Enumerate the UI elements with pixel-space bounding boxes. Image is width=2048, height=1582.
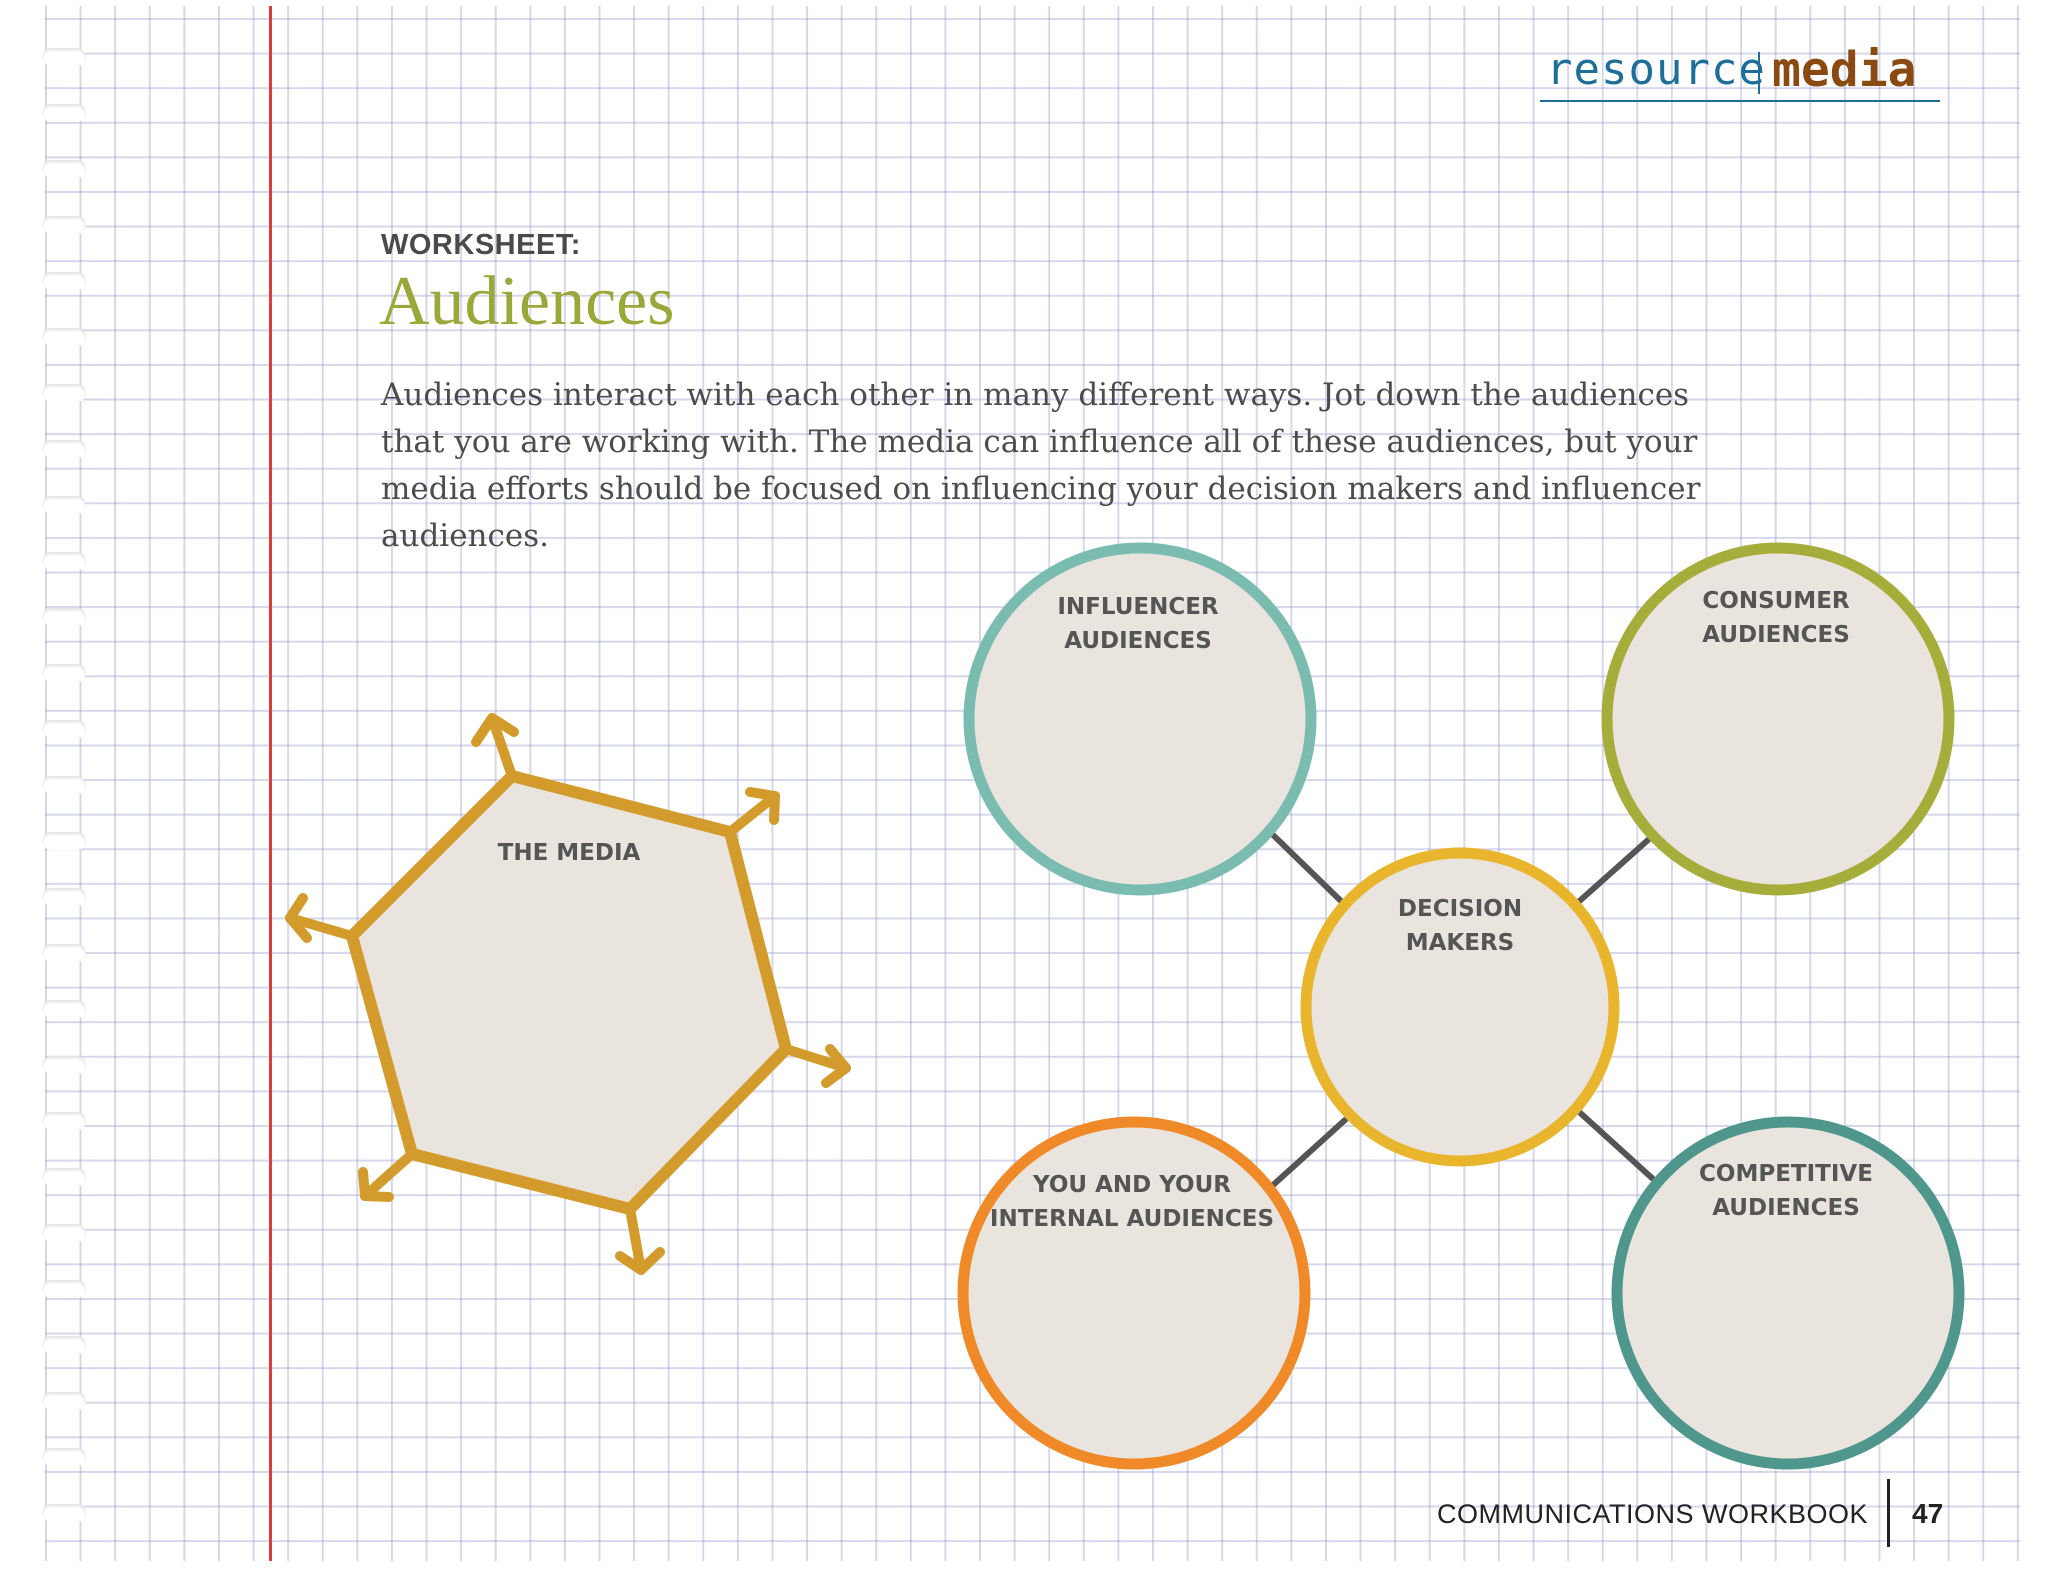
binder-hole bbox=[42, 1000, 86, 1018]
logo-divider bbox=[1758, 52, 1760, 94]
margin-line bbox=[269, 6, 272, 1561]
binder-hole bbox=[42, 1112, 86, 1130]
binder-hole bbox=[42, 776, 86, 794]
competitive-label: COMPETITIVE AUDIENCES bbox=[1699, 1161, 1873, 1221]
binder-hole bbox=[42, 496, 86, 514]
binder-hole bbox=[42, 1336, 86, 1354]
binder-hole bbox=[42, 328, 86, 346]
influencer-circle bbox=[963, 542, 1317, 896]
connector-competitive-decision bbox=[1574, 1107, 1655, 1181]
binder-hole bbox=[42, 384, 86, 402]
arrow-icon bbox=[285, 893, 357, 943]
media-hexagon-group bbox=[285, 713, 851, 1275]
binder-hole bbox=[42, 160, 86, 178]
logo-media-text: media bbox=[1772, 42, 1917, 98]
binder-hole bbox=[42, 272, 86, 290]
media-label: THE MEDIA bbox=[497, 840, 641, 866]
binder-hole bbox=[42, 944, 86, 962]
internal-label: YOU AND YOUR INTERNAL AUDIENCES bbox=[989, 1172, 1275, 1232]
binder-hole bbox=[42, 1224, 86, 1242]
influencer-label: INFLUENCER AUDIENCES bbox=[1057, 594, 1219, 654]
connector-consumer-decision bbox=[1572, 837, 1651, 908]
consumer-label: CONSUMER AUDIENCES bbox=[1702, 588, 1850, 648]
arrow-icon bbox=[781, 1044, 851, 1088]
binder-hole bbox=[42, 1448, 86, 1466]
binder-hole bbox=[42, 888, 86, 906]
binder-hole bbox=[42, 1168, 86, 1186]
arrow-icon bbox=[358, 1149, 417, 1202]
binder-hole bbox=[42, 1056, 86, 1074]
binder-hole bbox=[42, 832, 86, 850]
logo-resource-text: resource bbox=[1546, 44, 1766, 95]
worksheet-label: WORKSHEET: bbox=[381, 229, 581, 261]
competitive-circle bbox=[1611, 1116, 1965, 1470]
page-number: 47 bbox=[1912, 1498, 1944, 1529]
binder-hole bbox=[42, 1280, 86, 1298]
consumer-circle bbox=[1601, 542, 1955, 896]
binder-hole bbox=[42, 608, 86, 626]
media-hexagon bbox=[346, 770, 792, 1215]
arrow-icon bbox=[615, 1204, 665, 1275]
binder-hole bbox=[42, 1504, 86, 1522]
footer-workbook-title: COMMUNICATIONS WORKBOOK bbox=[1437, 1499, 1869, 1529]
decision-makers-label: DECISION MAKERS bbox=[1397, 896, 1523, 956]
binder-hole bbox=[42, 440, 86, 458]
binder-hole bbox=[42, 1392, 86, 1410]
connector-internal-decision bbox=[1269, 1117, 1348, 1189]
internal-circle bbox=[957, 1116, 1311, 1470]
worksheet-title: Audiences bbox=[379, 263, 675, 340]
connector-influencer-decision bbox=[1267, 829, 1345, 905]
worksheet-intro: Audiences interact with each other in ma… bbox=[381, 377, 1701, 554]
footer-divider bbox=[1887, 1479, 1890, 1547]
binder-hole bbox=[42, 664, 86, 682]
binder-hole bbox=[42, 48, 86, 66]
binder-hole bbox=[42, 104, 86, 122]
binder-hole bbox=[42, 720, 86, 738]
resource-media-logo: resource media bbox=[1540, 42, 1940, 102]
arrow-icon bbox=[471, 713, 519, 781]
connector-lines bbox=[1267, 829, 1655, 1189]
binder-hole bbox=[42, 216, 86, 234]
arrow-icon bbox=[725, 787, 780, 837]
decision-makers-circle bbox=[1300, 847, 1620, 1167]
binder-hole bbox=[42, 552, 86, 570]
